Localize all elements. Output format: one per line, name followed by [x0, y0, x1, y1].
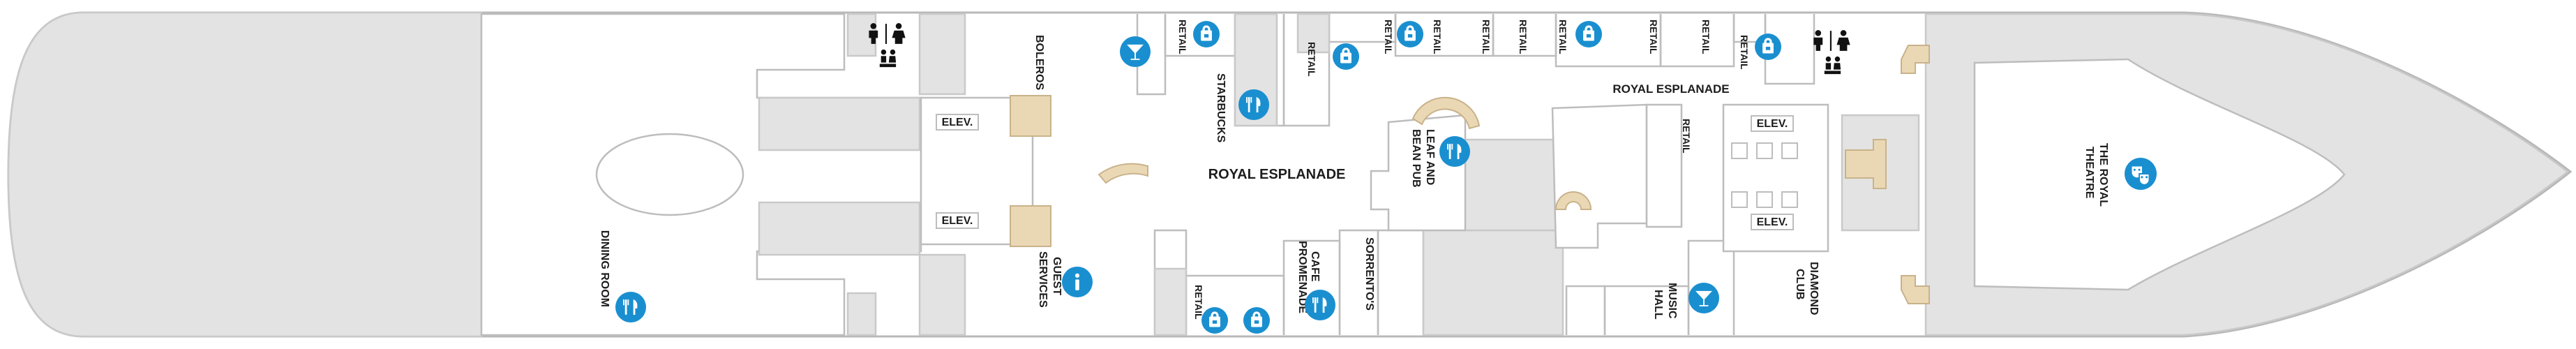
- service-area: [1464, 138, 1564, 232]
- svg-text:ELEV.: ELEV.: [1757, 216, 1788, 228]
- service-area: [1422, 229, 1564, 336]
- cocktail-glass-icon: [1688, 283, 1719, 313]
- retail-label: RETAIL: [1177, 20, 1188, 54]
- fork-knife-icon: [1439, 136, 1470, 167]
- stairs: [1010, 95, 1051, 137]
- service-area: [918, 13, 966, 96]
- service-area: [1153, 267, 1188, 336]
- information-icon: [1062, 267, 1093, 297]
- guest-services-label-line1: GUEST: [1051, 257, 1063, 295]
- retail-label: RETAIL: [1518, 20, 1529, 54]
- fork-knife-icon: [1238, 89, 1269, 120]
- elevator-label: ELEV.: [936, 212, 979, 229]
- diamond-club-label-line2: CLUB: [1794, 269, 1806, 299]
- retail-labels: RETAIL RETAIL RETAIL RETAIL RETAIL RETAI…: [1177, 20, 1750, 320]
- fork-knife-icon: [615, 292, 646, 322]
- cafe-promenade-label-line2: PROMENADE: [1296, 241, 1308, 313]
- service-area: [846, 13, 877, 57]
- elevator-label: ELEV.: [1751, 214, 1794, 230]
- theatre-masks-icon: [2125, 158, 2157, 190]
- svg-text:ELEV.: ELEV.: [942, 215, 973, 227]
- stairs: [1901, 275, 1930, 304]
- leaf-and-bean-label-line1: LEAF AND: [1424, 129, 1436, 185]
- service-area: [758, 96, 921, 151]
- retail-label: RETAIL: [1481, 20, 1492, 54]
- stairs: [1010, 205, 1051, 247]
- starbucks-label: STARBUCKS: [1215, 73, 1227, 143]
- music-hall-label-line2: HALL: [1652, 290, 1664, 320]
- stairs: [1098, 163, 1148, 184]
- retail-label: RETAIL: [1557, 20, 1568, 54]
- service-area: [918, 253, 966, 336]
- service-area: [846, 292, 877, 336]
- cocktail-glass-icon: [1120, 36, 1151, 67]
- shopping-bag-icon: [1193, 21, 1220, 47]
- royal-esplanade-upper-label: ROYAL ESPLANADE: [1612, 82, 1729, 96]
- retail-label: RETAIL: [1700, 20, 1712, 54]
- service-area: [1296, 13, 1331, 54]
- fork-knife-icon: [1305, 290, 1335, 320]
- retail-label: RETAIL: [1432, 20, 1443, 54]
- retail-label: RETAIL: [1383, 20, 1394, 54]
- room-divider: [1645, 103, 1683, 228]
- svg-text:ELEV.: ELEV.: [942, 117, 973, 128]
- service-area: [758, 201, 921, 256]
- stairs: [1901, 45, 1930, 74]
- boleros-label: BOLEROS: [1033, 35, 1045, 90]
- stairs: [1411, 96, 1481, 130]
- elevator-label: ELEV.: [936, 114, 979, 131]
- shopping-bag-icon: [1201, 307, 1228, 334]
- stern-shaded-area: [7, 11, 483, 338]
- royal-theatre-label-line1: THE ROYAL: [2097, 143, 2109, 207]
- dining-room-centerpiece: [595, 133, 744, 216]
- retail-label: RETAIL: [1681, 119, 1692, 154]
- royal-esplanade-label: ROYAL ESPLANADE: [1208, 167, 1346, 182]
- retail-label: RETAIL: [1193, 285, 1204, 320]
- stairs: [1845, 139, 1887, 189]
- retail-label: RETAIL: [1648, 20, 1659, 54]
- sorrentos-label: SORRENTO'S: [1363, 237, 1375, 311]
- svg-text:ELEV.: ELEV.: [1757, 118, 1788, 130]
- royal-theatre-label-line2: THEATRE: [2083, 147, 2095, 199]
- retail-label: RETAIL: [1306, 42, 1317, 77]
- royal-theatre-area: [1973, 58, 2346, 291]
- seating-tables: [1731, 142, 1798, 208]
- guest-services-label-line2: SERVICES: [1037, 251, 1049, 308]
- stairs: [1555, 191, 1592, 210]
- cafe-promenade-label-line1: CAFE: [1309, 251, 1321, 282]
- music-hall-label-line1: MUSIC: [1666, 283, 1678, 319]
- diamond-club-label-line1: DIAMOND: [1808, 262, 1820, 315]
- shopping-bag-icon: [1755, 34, 1781, 60]
- leaf-and-bean-label-line2: BEAN PUB: [1410, 129, 1422, 188]
- shopping-bag-icon: [1397, 21, 1423, 47]
- retail-label: RETAIL: [1739, 35, 1750, 70]
- dining-room-label: DINING ROOM: [599, 230, 611, 307]
- shopping-bag-icon: [1575, 21, 1602, 47]
- shopping-bag-icon: [1243, 307, 1270, 334]
- elevator-label: ELEV.: [1751, 115, 1794, 132]
- shopping-bag-icon: [1333, 43, 1359, 70]
